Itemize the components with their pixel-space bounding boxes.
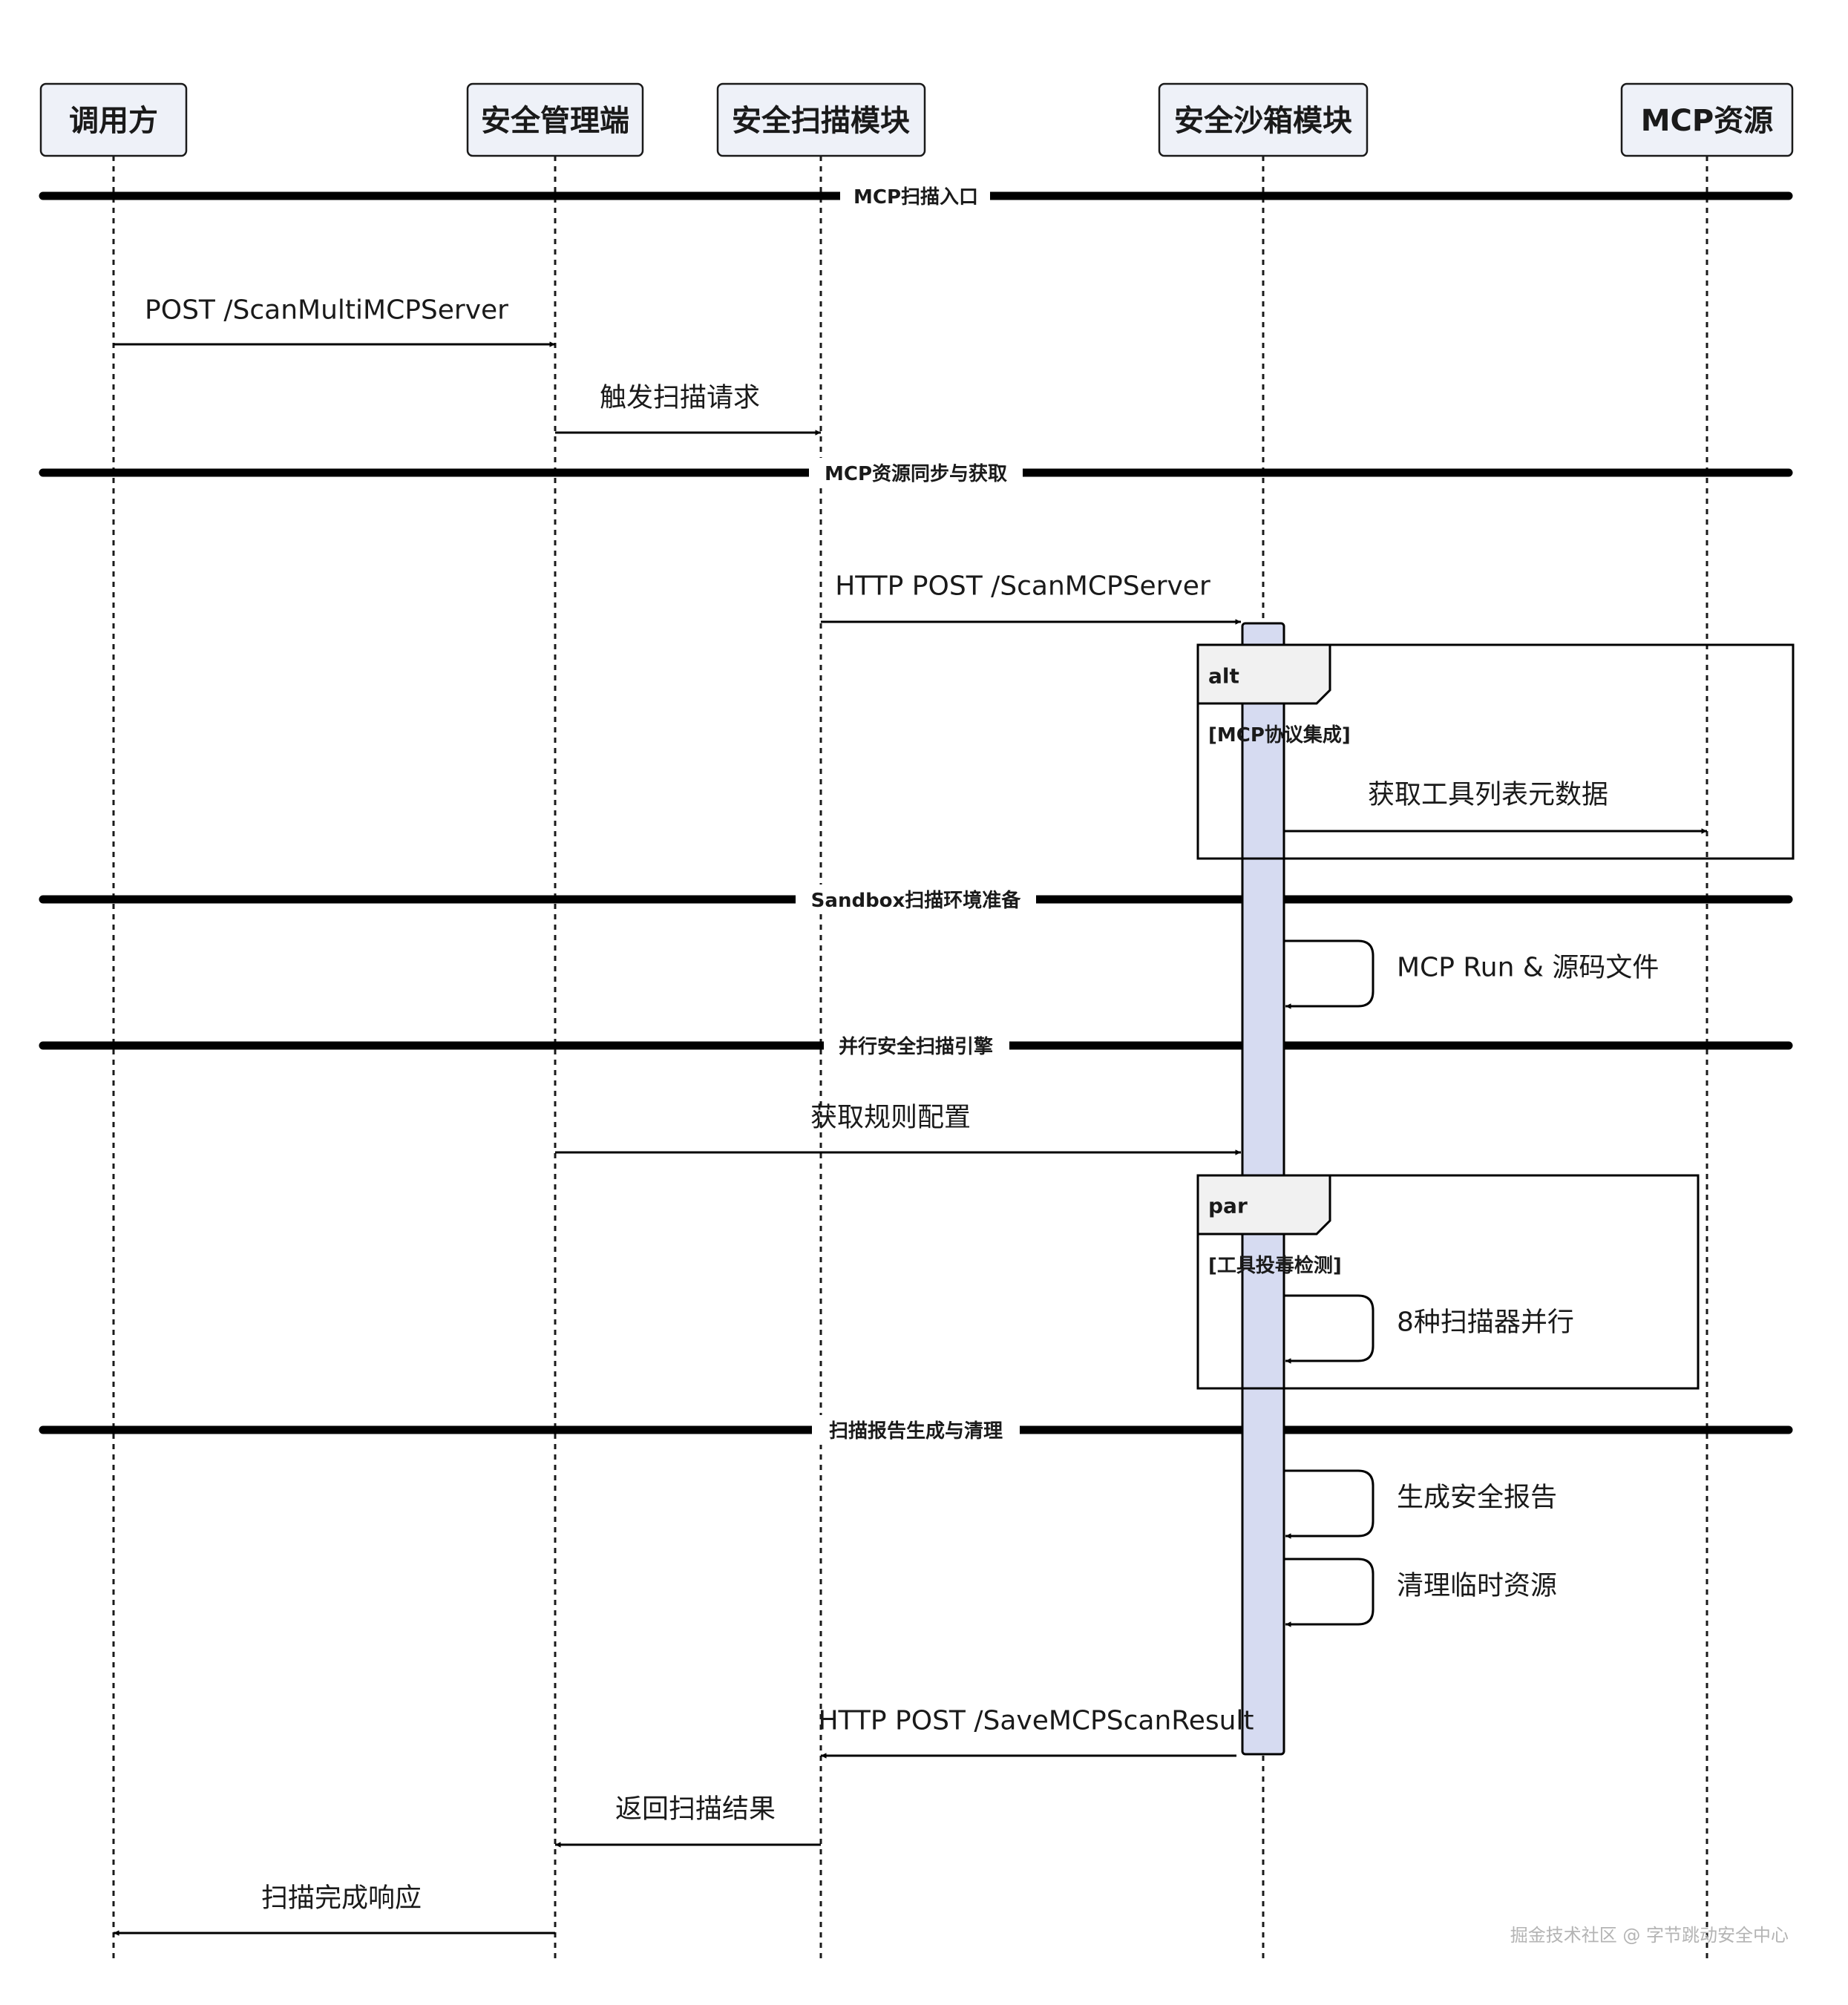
- message-scan-complete: 扫描完成响应: [114, 1883, 555, 1936]
- message-scan-server: HTTP POST /ScanMCPServer: [821, 571, 1241, 625]
- participants: 调用方 安全管理端 安全扫描模块 安全沙箱模块 MCP资源: [39, 82, 1794, 157]
- section-label: MCP扫描入口: [853, 186, 978, 209]
- participant-box: [1620, 82, 1794, 157]
- message-label: 触发扫描请求: [600, 383, 760, 413]
- message-label: MCP Run & 源码文件: [1397, 953, 1659, 983]
- message-label: 生成安全报告: [1397, 1483, 1557, 1513]
- message-parallel-scanners: 8种扫描器并行: [1284, 1294, 1574, 1364]
- message-label: 获取工具列表元数据: [1368, 780, 1608, 810]
- section-label-bg: [809, 458, 1023, 488]
- message-label: 获取规则配置: [810, 1103, 971, 1133]
- message-label: HTTP POST /ScanMCPServer: [835, 571, 1210, 602]
- message-label: 扫描完成响应: [261, 1883, 422, 1914]
- message-arrow: [1284, 1469, 1374, 1539]
- message-scan-multi: POST /ScanMultiMCPServer: [114, 295, 555, 347]
- fragment-alt: alt [MCP协议集成]: [1196, 643, 1795, 860]
- fragment-par: par [工具投毒检测]: [1196, 1174, 1700, 1390]
- participant-label: 安全管理端: [481, 104, 629, 138]
- fragment-condition: [工具投毒检测]: [1208, 1254, 1342, 1277]
- participant-mcp: MCP资源: [1620, 82, 1794, 157]
- message-trigger-scan: 触发扫描请求: [555, 383, 821, 436]
- section-sync: MCP资源同步与获取: [39, 458, 1793, 488]
- message-generate-report: 生成安全报告: [1284, 1469, 1557, 1539]
- message-fetch-rules: 获取规则配置: [555, 1103, 1241, 1155]
- watermark-text: 掘金技术社区 @ 字节跳动安全中心: [1510, 1925, 1789, 1946]
- participant-box: [1158, 82, 1369, 157]
- section-entry: MCP扫描入口: [39, 181, 1793, 211]
- participant-label: 安全沙箱模块: [1174, 104, 1352, 138]
- fragment-kind: alt: [1208, 664, 1239, 689]
- participant-box: [716, 82, 926, 157]
- section-label: 并行安全扫描引擎: [839, 1035, 993, 1058]
- participant-admin: 安全管理端: [466, 82, 644, 157]
- participant-box: [466, 82, 644, 157]
- message-label: HTTP POST /SaveMCPScanResult: [818, 1706, 1254, 1736]
- section-label: MCP资源同步与获取: [825, 462, 1007, 485]
- section-engine: 并行安全扫描引擎: [39, 1031, 1793, 1060]
- message-save-result: HTTP POST /SaveMCPScanResult: [818, 1706, 1254, 1759]
- messages: POST /ScanMultiMCPServer 触发扫描请求 HTTP POS…: [114, 295, 1707, 1936]
- message-arrow: [1284, 939, 1374, 1009]
- message-fetch-tools: 获取工具列表元数据: [1284, 780, 1707, 834]
- participant-scanner: 安全扫描模块: [716, 82, 926, 157]
- message-arrow: [1284, 1558, 1374, 1627]
- message-return-result: 返回扫描结果: [555, 1794, 821, 1848]
- participant-label: 调用方: [69, 104, 158, 138]
- message-arrow: [1284, 1294, 1374, 1364]
- section-label: Sandbox扫描环境准备: [811, 889, 1022, 912]
- participant-label: 安全扫描模块: [732, 104, 910, 138]
- section-label-bg: [840, 181, 990, 211]
- fragment-kind: par: [1208, 1194, 1248, 1218]
- message-label: POST /ScanMultiMCPServer: [145, 295, 508, 326]
- fragment-tab: [1196, 1174, 1331, 1236]
- participant-label: MCP资源: [1641, 104, 1773, 138]
- section-label-bg: [796, 885, 1036, 914]
- fragment-frame: [1196, 643, 1795, 860]
- message-label: 8种扫描器并行: [1397, 1307, 1574, 1338]
- message-cleanup: 清理临时资源: [1284, 1558, 1557, 1627]
- section-label: 扫描报告生成与清理: [829, 1420, 1003, 1443]
- participant-box: [39, 82, 188, 157]
- fragment-condition: [MCP协议集成]: [1208, 723, 1351, 746]
- participant-caller: 调用方: [39, 82, 188, 157]
- participant-sandbox: 安全沙箱模块: [1158, 82, 1369, 157]
- section-dividers: MCP扫描入口 MCP资源同步与获取 Sandbox扫描环境准备 并行安全扫描引…: [39, 181, 1793, 1445]
- fragment-tab: [1196, 643, 1331, 705]
- section-label-bg: [824, 1031, 1009, 1060]
- section-prepare: Sandbox扫描环境准备: [39, 885, 1793, 914]
- message-label: 返回扫描结果: [615, 1794, 776, 1825]
- message-label: 清理临时资源: [1397, 1571, 1557, 1601]
- message-mcp-run: MCP Run & 源码文件: [1284, 939, 1659, 1009]
- fragment-frame: [1196, 1174, 1700, 1390]
- section-report: 扫描报告生成与清理: [39, 1415, 1793, 1445]
- section-label-bg: [812, 1415, 1020, 1445]
